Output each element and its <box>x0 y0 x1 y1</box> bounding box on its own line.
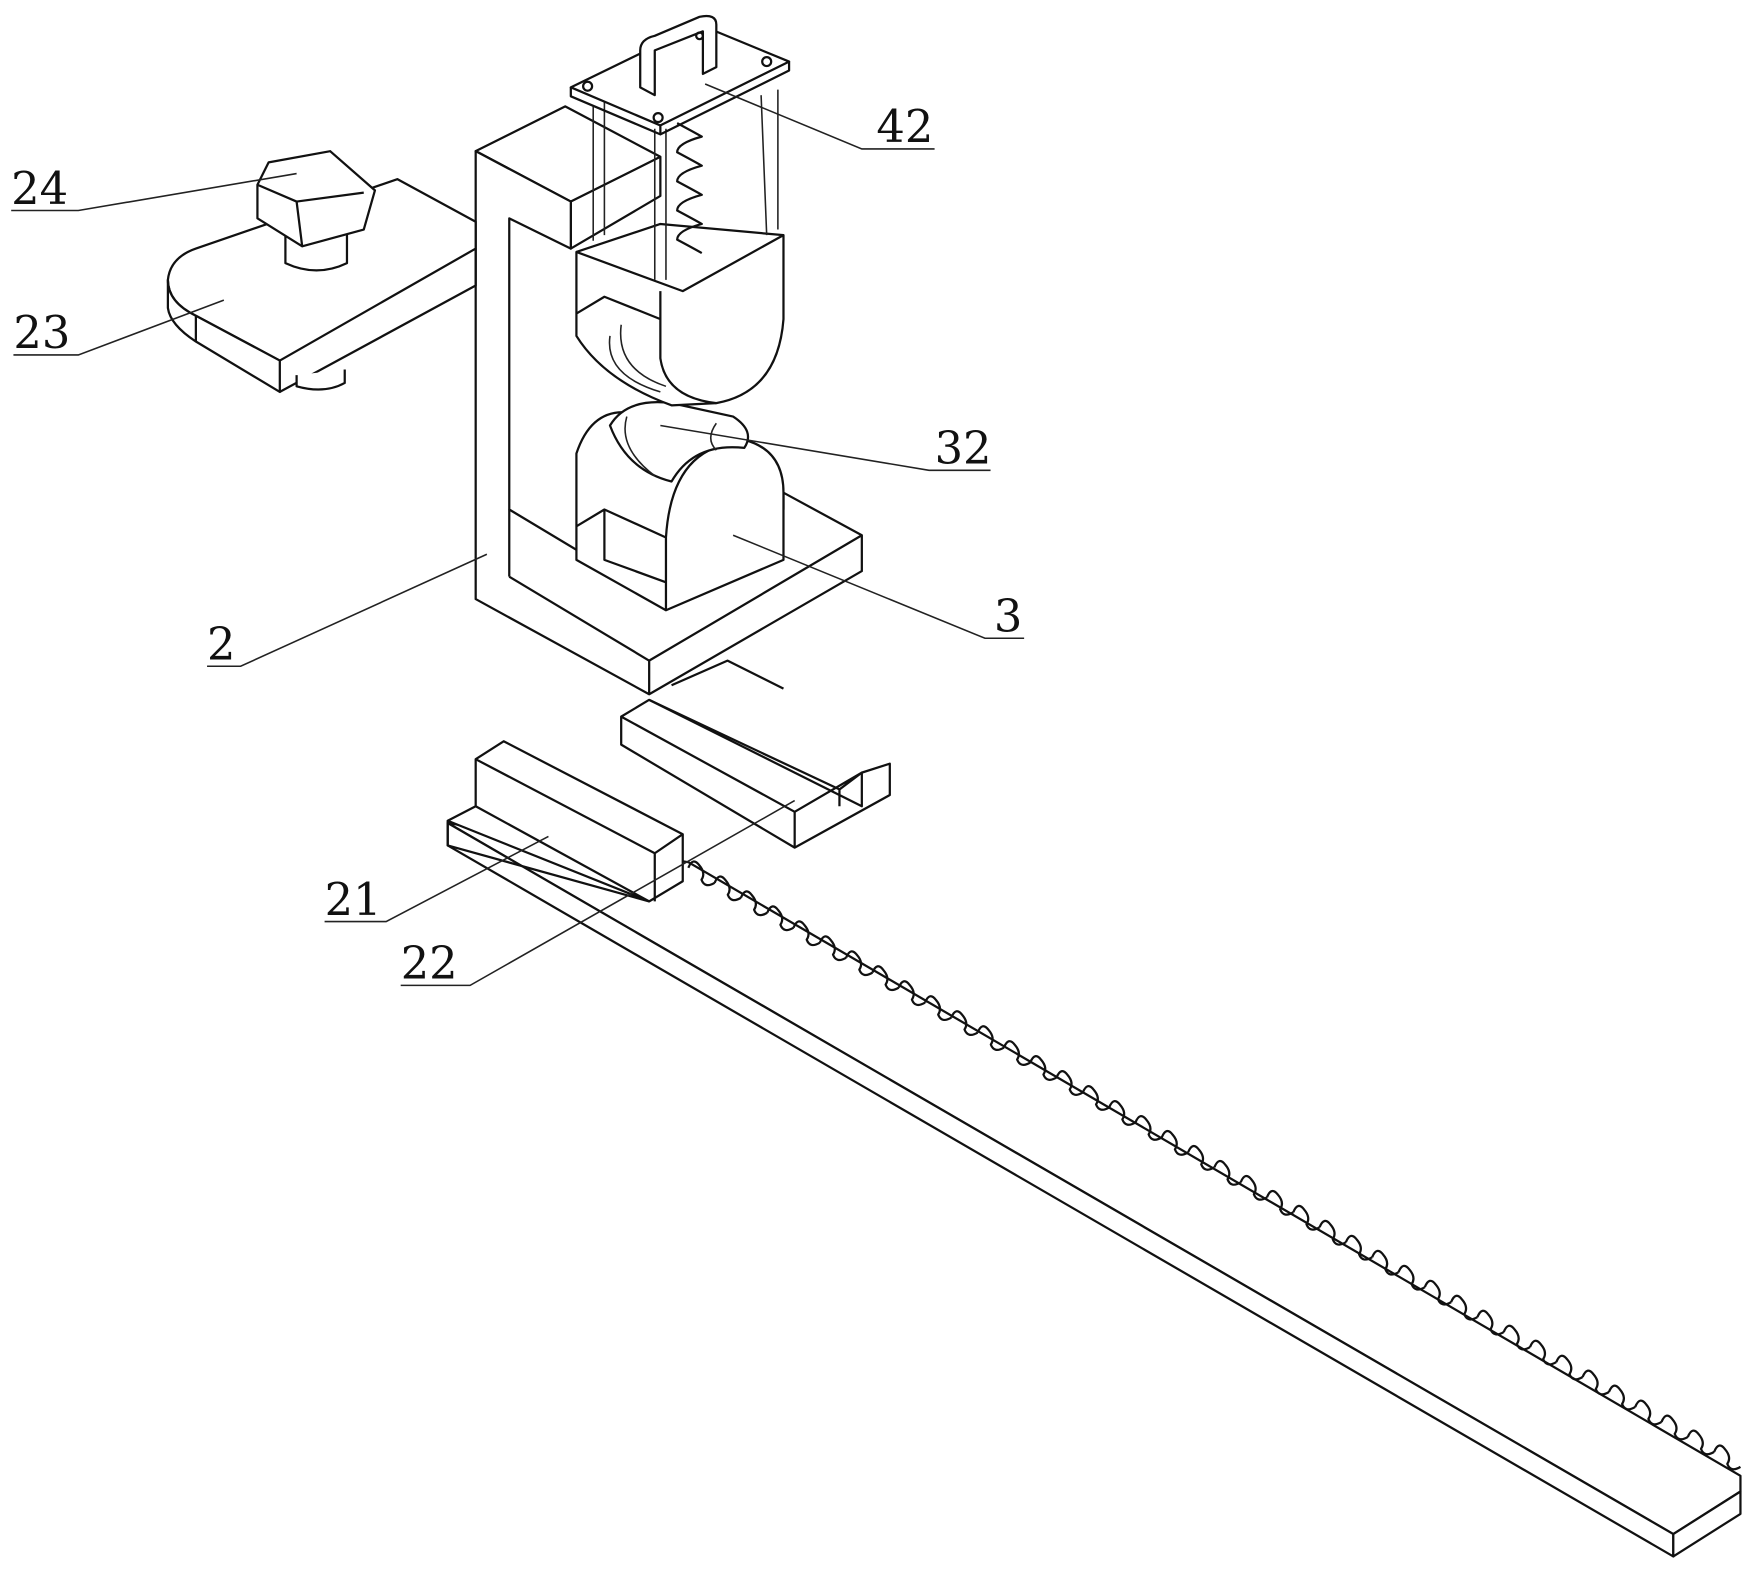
label-text: 23 <box>13 306 70 359</box>
guide-block-22 <box>621 661 890 848</box>
label-text: 42 <box>876 100 933 153</box>
label-text: 21 <box>325 873 382 926</box>
rack-teeth <box>688 861 1740 1469</box>
label-text: 2 <box>207 618 235 671</box>
upper-roller-housing <box>576 224 783 405</box>
label-text: 24 <box>11 162 68 215</box>
label-text: 32 <box>935 422 992 475</box>
label-2: 2 <box>207 554 487 670</box>
label-text: 3 <box>994 590 1022 643</box>
label-24: 24 <box>11 162 296 215</box>
toothed-rack <box>448 823 1741 1556</box>
label-text: 22 <box>401 937 458 990</box>
guide-block-21 <box>448 741 683 901</box>
